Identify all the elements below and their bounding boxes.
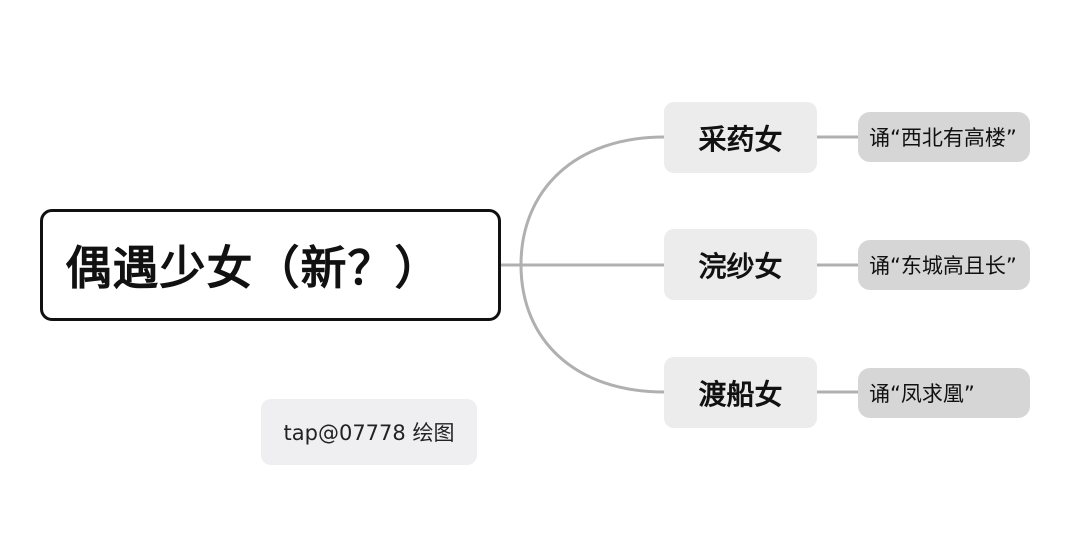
branch-node-3-label: 渡船女 — [698, 377, 783, 411]
connector-root-to-branch-1 — [519, 135, 666, 267]
credit-note-label: tap@07778 绘图 — [283, 421, 455, 445]
branch-node-2[interactable]: 浣纱女 — [664, 229, 817, 300]
credit-note: tap@07778 绘图 — [261, 399, 477, 465]
leaf-node-3[interactable]: 诵“凤求凰” — [858, 368, 1030, 418]
root-node[interactable]: 偶遇少女（新？） — [40, 209, 501, 321]
leaf-node-2[interactable]: 诵“东城高且长” — [858, 240, 1030, 290]
connector-root-to-branch-3 — [519, 263, 666, 394]
leaf-node-3-label: 诵“凤求凰” — [869, 382, 975, 406]
leaf-node-1-label: 诵“西北有高楼” — [869, 126, 1017, 150]
leaf-node-1[interactable]: 诵“西北有高楼” — [858, 112, 1030, 162]
leaf-node-2-label: 诵“东城高且长” — [869, 254, 1017, 278]
branch-node-1[interactable]: 采药女 — [664, 102, 817, 173]
root-node-label: 偶遇少女（新？） — [65, 241, 442, 295]
branch-node-1-label: 采药女 — [698, 122, 783, 156]
branch-node-2-label: 浣纱女 — [698, 249, 783, 283]
branch-node-3[interactable]: 渡船女 — [664, 357, 817, 428]
